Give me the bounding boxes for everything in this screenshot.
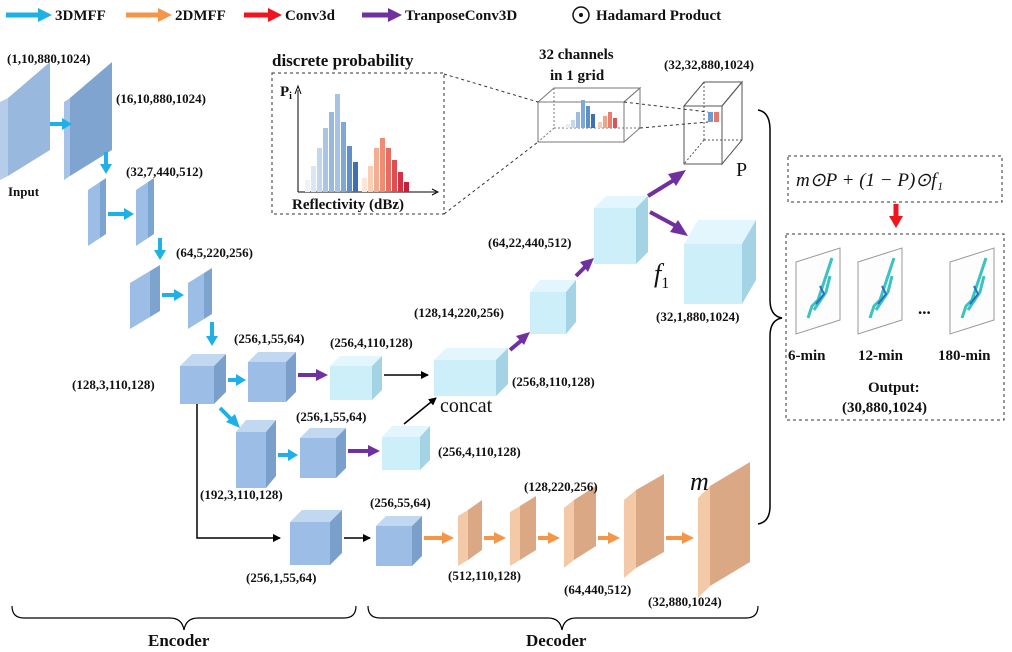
legend-transposeconv3d-label: TranposeConv3D xyxy=(405,8,517,24)
m-enc-cube xyxy=(290,510,342,565)
output-label-180min: 180-min xyxy=(938,348,991,364)
concat-label: concat xyxy=(440,395,493,417)
formula-box: m⊙P + (1 − P)⊙f₁ xyxy=(787,155,1003,203)
branch-b2-cube xyxy=(382,426,430,470)
dec2-shape-label: (64,22,440,512) xyxy=(488,235,571,250)
branch-a1-cube xyxy=(248,352,296,402)
m4-slab xyxy=(698,462,750,598)
concat-shape-label: (256,8,110,128) xyxy=(512,374,595,389)
transpose-arrows-decoder xyxy=(508,170,688,352)
encoder-label: Encoder xyxy=(148,631,210,650)
enc1-shape-label: (16,10,880,1024) xyxy=(116,91,206,106)
output-box: ... 6-min 12-min 180-min Output: (30,880… xyxy=(785,233,1005,421)
enc4-shape-label: (128,3,110,128) xyxy=(72,377,155,392)
f1-symbol: f1 xyxy=(654,259,669,292)
p-shape-label: (32,32,880,1024) xyxy=(664,57,754,72)
output-shape: (30,880,1024) xyxy=(842,400,927,416)
skip-connection-to-m xyxy=(196,404,371,542)
enc2-shape-label: (32,7,440,512) xyxy=(126,164,203,179)
enc3-block-b xyxy=(188,268,212,329)
f1-cube xyxy=(684,220,756,304)
output-ellipsis: ... xyxy=(918,299,931,318)
m3-shape-label: (64,440,512) xyxy=(564,582,631,597)
m2-shape-label: (128,220,256) xyxy=(524,479,598,494)
m2-slab xyxy=(564,486,596,568)
legend: 3DMFF 2DMFF Conv3d TranposeConv3D Hadama… xyxy=(6,6,721,24)
branch-b1-shape-label: (256,1,55,64) xyxy=(296,409,366,424)
dec1-shape-label: (128,14,220,256) xyxy=(414,305,504,320)
concat-arrow-b xyxy=(403,397,437,425)
m1b-slab xyxy=(510,496,536,566)
formula-text: m⊙P + (1 − P)⊙f₁ xyxy=(796,170,943,191)
input-shape-label: (1,10,880,1024) xyxy=(7,51,90,66)
enc4-cube xyxy=(180,354,226,404)
dec2-cube xyxy=(594,196,648,264)
branch-a2-cube xyxy=(330,356,382,400)
enc3-shape-label: (64,5,220,256) xyxy=(176,245,253,260)
branch-b2-shape-label: (256,4,110,128) xyxy=(438,444,521,459)
output-frame-6min xyxy=(795,247,841,335)
input-label: Input xyxy=(8,184,40,199)
m-enc-shape-label: (256,1,55,64) xyxy=(246,570,316,585)
m3-slab xyxy=(624,474,664,578)
grid-label-2: in 1 grid xyxy=(550,68,605,84)
input-slab xyxy=(0,62,50,180)
m1-slab xyxy=(458,500,482,566)
legend-3dmff: 3DMFF xyxy=(6,8,106,24)
legend-hadamard: Hadamard Product xyxy=(572,6,721,24)
m-symbol: m xyxy=(690,467,709,496)
legend-hadamard-label: Hadamard Product xyxy=(596,8,721,24)
decoder-label: Decoder xyxy=(526,631,587,650)
branch-b0-shape-label: (192,3,110,128) xyxy=(200,487,283,502)
channels-grid-bars xyxy=(566,100,617,128)
legend-2dmff: 2DMFF xyxy=(126,8,226,24)
2dmff-arrows xyxy=(424,532,694,544)
m1-shape-label: (512,110,128) xyxy=(448,568,521,583)
enc2-block-a xyxy=(88,178,106,246)
enc3-block-a xyxy=(130,265,160,329)
f1-shape-label: (32,1,880,1024) xyxy=(656,309,739,324)
branch-a1-shape-label: (256,1,55,64) xyxy=(234,331,304,346)
branch-b1-cube xyxy=(300,428,346,478)
decoder-upper: (256,4,110,128) (256,4,110,128) concat (… xyxy=(298,47,756,470)
encoder-arrows-3dmff xyxy=(50,118,298,461)
m-start-cube xyxy=(376,516,422,566)
transpose-arrows-branch xyxy=(298,369,380,457)
output-frame-180min xyxy=(949,247,995,335)
legend-3dmff-label: 3DMFF xyxy=(55,8,106,24)
grid-label-1: 32 channels xyxy=(539,47,614,63)
concat-cube xyxy=(434,348,508,396)
legend-2dmff-label: 2DMFF xyxy=(175,8,226,24)
legend-conv3d: Conv3d xyxy=(244,8,336,24)
enc1-slab xyxy=(64,62,112,180)
decoder-brace xyxy=(367,605,759,631)
dec1-cube xyxy=(530,280,576,334)
prob-bars xyxy=(305,94,409,192)
output-label-6min: 6-min xyxy=(788,348,826,364)
legend-transposeconv3d: TranposeConv3D xyxy=(362,8,517,24)
zoom-connectors xyxy=(443,73,709,215)
prob-y-label: Pi xyxy=(280,84,292,102)
branch-a2-shape-label: (256,4,110,128) xyxy=(330,335,413,350)
conv3d-arrow xyxy=(889,204,903,228)
p-label: P xyxy=(736,159,747,181)
output-label-12min: 12-min xyxy=(858,348,904,364)
p-cube xyxy=(682,80,744,166)
encoder: (1,10,880,1024) Input (16,10,880,1024) (… xyxy=(0,51,371,585)
output-title: Output: xyxy=(868,380,920,396)
m-start-shape-label: (256,55,64) xyxy=(370,495,431,510)
m4-shape-label: (32,880,1024) xyxy=(648,594,722,609)
prob-title: discrete probability xyxy=(272,51,414,70)
enc2-block-b xyxy=(136,178,154,246)
branch-b0-slab xyxy=(236,420,276,488)
encoder-brace xyxy=(11,605,357,631)
probability-panel: discrete probability Pi Reflectivity (dB… xyxy=(271,51,445,215)
output-frame-12min xyxy=(857,247,903,335)
prob-x-label: Reflectivity (dBz) xyxy=(292,197,404,213)
decoder-m-path: (256,55,64) (512,110,128) (128,220,256) … xyxy=(370,462,750,609)
legend-conv3d-label: Conv3d xyxy=(285,8,336,24)
decoder-output-brace xyxy=(757,109,783,525)
